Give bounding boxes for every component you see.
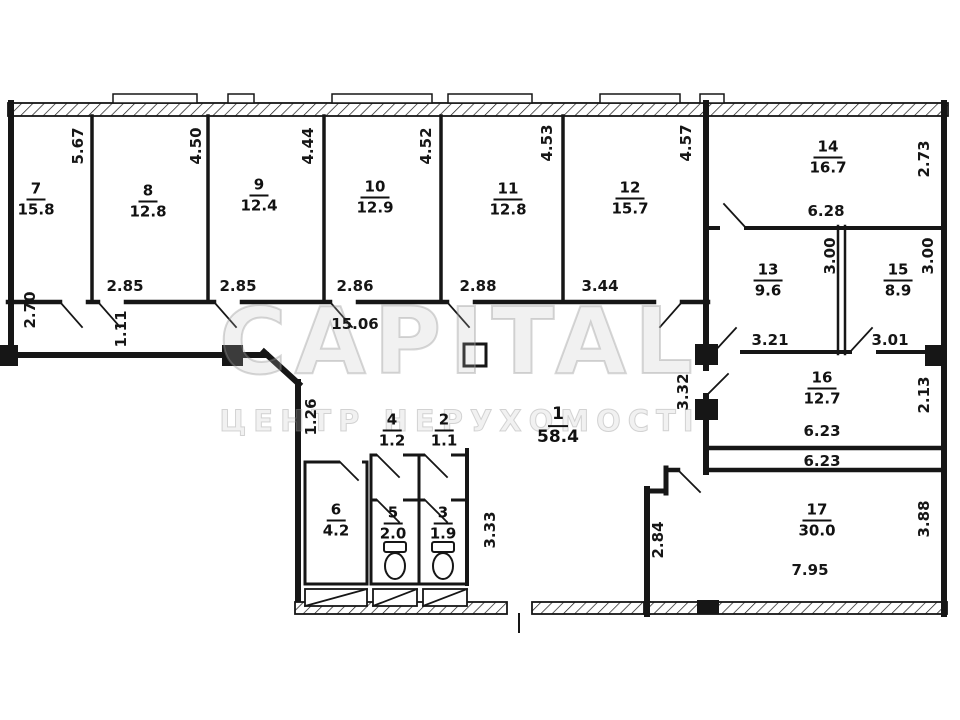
dim-label: 4.50 — [187, 127, 205, 165]
room-number: 12 — [615, 179, 645, 200]
room-area: 1.9 — [429, 524, 457, 543]
room-number: 11 — [493, 180, 523, 201]
room-number: 15 — [883, 261, 913, 282]
interior-walls — [5, 100, 947, 475]
room-number: 13 — [753, 261, 783, 282]
dim-label: 6.28 — [807, 202, 845, 220]
room-number: 2 — [434, 411, 454, 432]
room-number: 9 — [249, 176, 269, 197]
dim-label: 4.44 — [299, 127, 317, 165]
room-area: 12.8 — [489, 200, 527, 219]
room-area: 9.6 — [754, 281, 782, 300]
room-number: 14 — [813, 138, 843, 159]
room-area: 16.7 — [809, 158, 847, 177]
room-area: 58.4 — [537, 427, 579, 448]
room-area: 12.4 — [240, 196, 278, 215]
room-number: 5 — [383, 504, 403, 525]
toilet-icons — [383, 541, 455, 580]
room-area: 4.2 — [322, 521, 350, 540]
dim-label: 1.26 — [302, 398, 320, 436]
dim-label: 4.53 — [538, 124, 556, 162]
dim-label: 2.88 — [459, 277, 497, 295]
dim-label: 2.73 — [915, 140, 933, 178]
wall-pilasters — [0, 344, 945, 614]
room-area: 1.1 — [430, 431, 458, 450]
dim-label: 2.85 — [219, 277, 257, 295]
bottom-vents — [303, 587, 469, 608]
dim-label: 2.84 — [649, 521, 667, 559]
dim-label: 3.33 — [481, 511, 499, 549]
dim-label: 3.44 — [581, 277, 619, 295]
dim-label: 6.23 — [803, 422, 841, 440]
dim-label: 2.13 — [915, 376, 933, 414]
dim-label: 3.21 — [751, 331, 789, 349]
room-area: 2.0 — [379, 524, 407, 543]
room-number: 16 — [807, 369, 837, 390]
dim-label: 7.95 — [791, 561, 829, 579]
room-number: 3 — [433, 504, 453, 525]
dim-label: 6.23 — [803, 452, 841, 470]
dim-label: 4.52 — [417, 127, 435, 165]
room-area: 8.9 — [884, 281, 912, 300]
dim-label: 1.11 — [112, 310, 130, 348]
room-number: 4 — [382, 411, 402, 432]
door-gaps — [340, 452, 451, 503]
room-area: 12.8 — [129, 202, 167, 221]
dim-label: 3.32 — [674, 373, 692, 411]
dim-label: 2.70 — [21, 291, 39, 329]
dim-label: 3.01 — [871, 331, 909, 349]
dim-label: 5.67 — [69, 127, 87, 165]
dim-label: 3.00 — [821, 237, 839, 275]
room-number: 8 — [138, 182, 158, 203]
room-number: 6 — [326, 501, 346, 522]
dim-label: 15.06 — [331, 315, 379, 333]
dim-label: 3.00 — [919, 237, 937, 275]
window-boxes — [112, 93, 725, 104]
dim-label: 2.85 — [106, 277, 144, 295]
room-number: 10 — [360, 178, 390, 199]
room-area: 12.7 — [803, 389, 841, 408]
room-number: 7 — [26, 180, 46, 201]
room-area: 15.7 — [611, 199, 649, 218]
room-area: 12.9 — [356, 198, 394, 217]
room-number: 17 — [802, 501, 832, 522]
room-area: 30.0 — [798, 521, 836, 540]
room-area: 1.2 — [378, 431, 406, 450]
room-number: 1 — [548, 404, 568, 428]
room-area: 15.8 — [17, 200, 55, 219]
dim-label: 4.57 — [677, 124, 695, 162]
dim-label: 2.86 — [336, 277, 374, 295]
dim-label: 3.88 — [915, 500, 933, 538]
column — [462, 342, 488, 368]
